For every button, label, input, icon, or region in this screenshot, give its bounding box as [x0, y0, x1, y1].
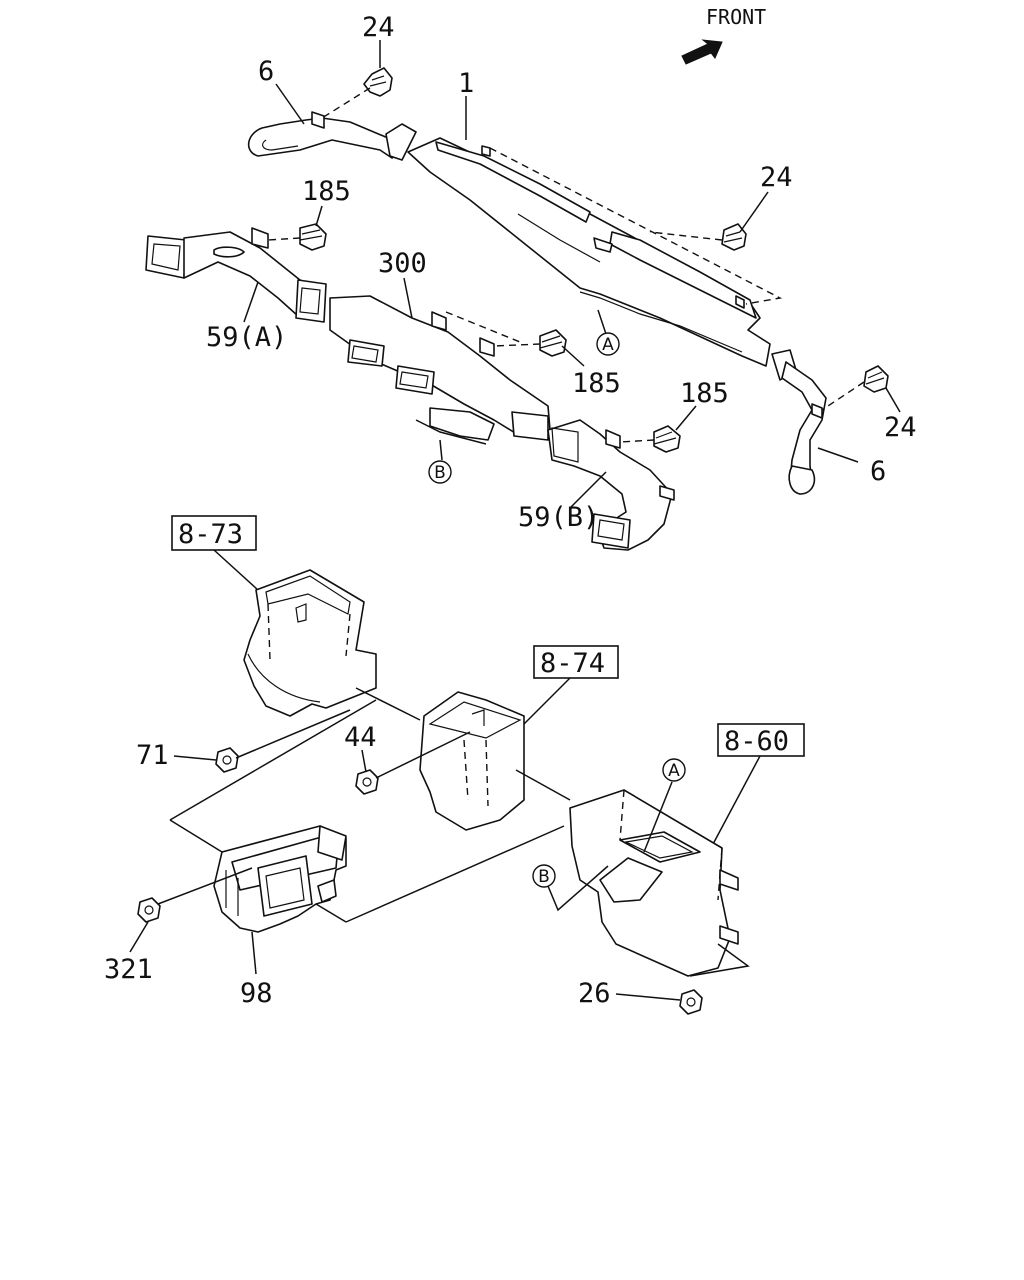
center-to-core-line — [515, 769, 571, 801]
svg-text:A: A — [602, 335, 614, 355]
screw-185-mid — [539, 329, 567, 357]
callout-44: 44 — [344, 722, 377, 753]
callout-6-right: 6 — [870, 456, 886, 487]
duct-300 — [329, 295, 551, 441]
frame-line-2 — [169, 819, 223, 853]
lower-leaders — [129, 749, 681, 1001]
screw-185-low — [653, 425, 681, 453]
svg-text:8-60: 8-60 — [724, 726, 789, 757]
callout-185-top: 185 — [302, 176, 351, 207]
callout-185-mid: 185 — [572, 368, 621, 399]
screw-24-right — [721, 223, 747, 251]
leader-8-73 — [213, 549, 259, 591]
duct-fit-line-2 — [445, 311, 521, 343]
svg-text:8-74: 8-74 — [540, 648, 605, 679]
callout-59a: 59(A) — [206, 322, 287, 353]
fastener-line-185-top — [267, 237, 301, 241]
marker-a-lower: A — [662, 758, 686, 782]
callout-59b: 59(B) — [518, 502, 599, 533]
nut-321 — [137, 897, 161, 923]
nut-71 — [215, 747, 239, 773]
nut-44-line — [375, 731, 471, 779]
ref-box-8-73: 8-73 — [171, 515, 257, 551]
callout-1: 1 — [458, 68, 474, 99]
heater-core-unit — [569, 789, 739, 977]
callout-6-left: 6 — [258, 56, 274, 87]
evaporator-unit — [213, 825, 347, 933]
frame-line-5 — [689, 943, 750, 977]
center-main-duct — [407, 137, 771, 367]
callout-24-right: 24 — [760, 162, 793, 193]
screw-24-far — [863, 365, 889, 393]
fastener-line-24-top — [321, 87, 371, 119]
callout-300: 300 — [378, 248, 427, 279]
front-arrow-icon — [681, 39, 723, 65]
svg-text:B: B — [434, 463, 446, 483]
duct-59a — [145, 227, 327, 323]
duct-fit-line-3 — [415, 419, 487, 445]
duct-59b — [547, 419, 675, 551]
svg-text:8-73: 8-73 — [178, 519, 243, 550]
nut-71-line — [235, 709, 351, 759]
callout-321: 321 — [104, 954, 153, 985]
screw-185-top — [299, 223, 327, 251]
nut-321-line — [157, 867, 253, 905]
svg-text:B: B — [538, 867, 550, 887]
center-unit — [419, 691, 525, 831]
marker-b-upper: B — [428, 460, 452, 484]
callout-26: 26 — [578, 978, 611, 1009]
nut-44 — [355, 769, 379, 795]
fastener-line-185-mid — [493, 343, 541, 347]
frame-line-4 — [315, 903, 347, 923]
upper-leaders — [243, 40, 901, 509]
side-duct-left — [247, 111, 417, 161]
fastener-line-185-low — [619, 439, 655, 443]
marker-a-upper: A — [596, 332, 620, 356]
front-indicator: FRONT — [681, 5, 766, 65]
leader-8-74 — [519, 677, 571, 729]
callout-24-far: 24 — [884, 412, 917, 443]
frame-line-3 — [345, 825, 565, 923]
callout-98: 98 — [240, 978, 273, 1009]
blower-to-heater-line — [355, 687, 421, 721]
duct-fit-line-1 — [489, 147, 783, 305]
svg-text:A: A — [668, 761, 680, 781]
screw-24-top — [363, 67, 393, 97]
fastener-line-24-far — [821, 381, 865, 411]
fastener-line-24-right — [649, 231, 723, 241]
marker-b-lower: B — [532, 864, 556, 888]
callout-24-top: 24 — [362, 12, 395, 43]
side-duct-right — [771, 349, 827, 495]
leader-8-60 — [711, 755, 761, 847]
frame-line-1 — [169, 699, 377, 821]
blower-unit — [243, 569, 377, 717]
ref-box-8-74: 8-74 — [533, 645, 619, 679]
callout-185-low: 185 — [680, 378, 729, 409]
front-label: FRONT — [706, 5, 766, 29]
callout-71: 71 — [136, 740, 169, 771]
ref-box-8-60: 8-60 — [717, 723, 805, 757]
nut-26 — [679, 989, 703, 1015]
